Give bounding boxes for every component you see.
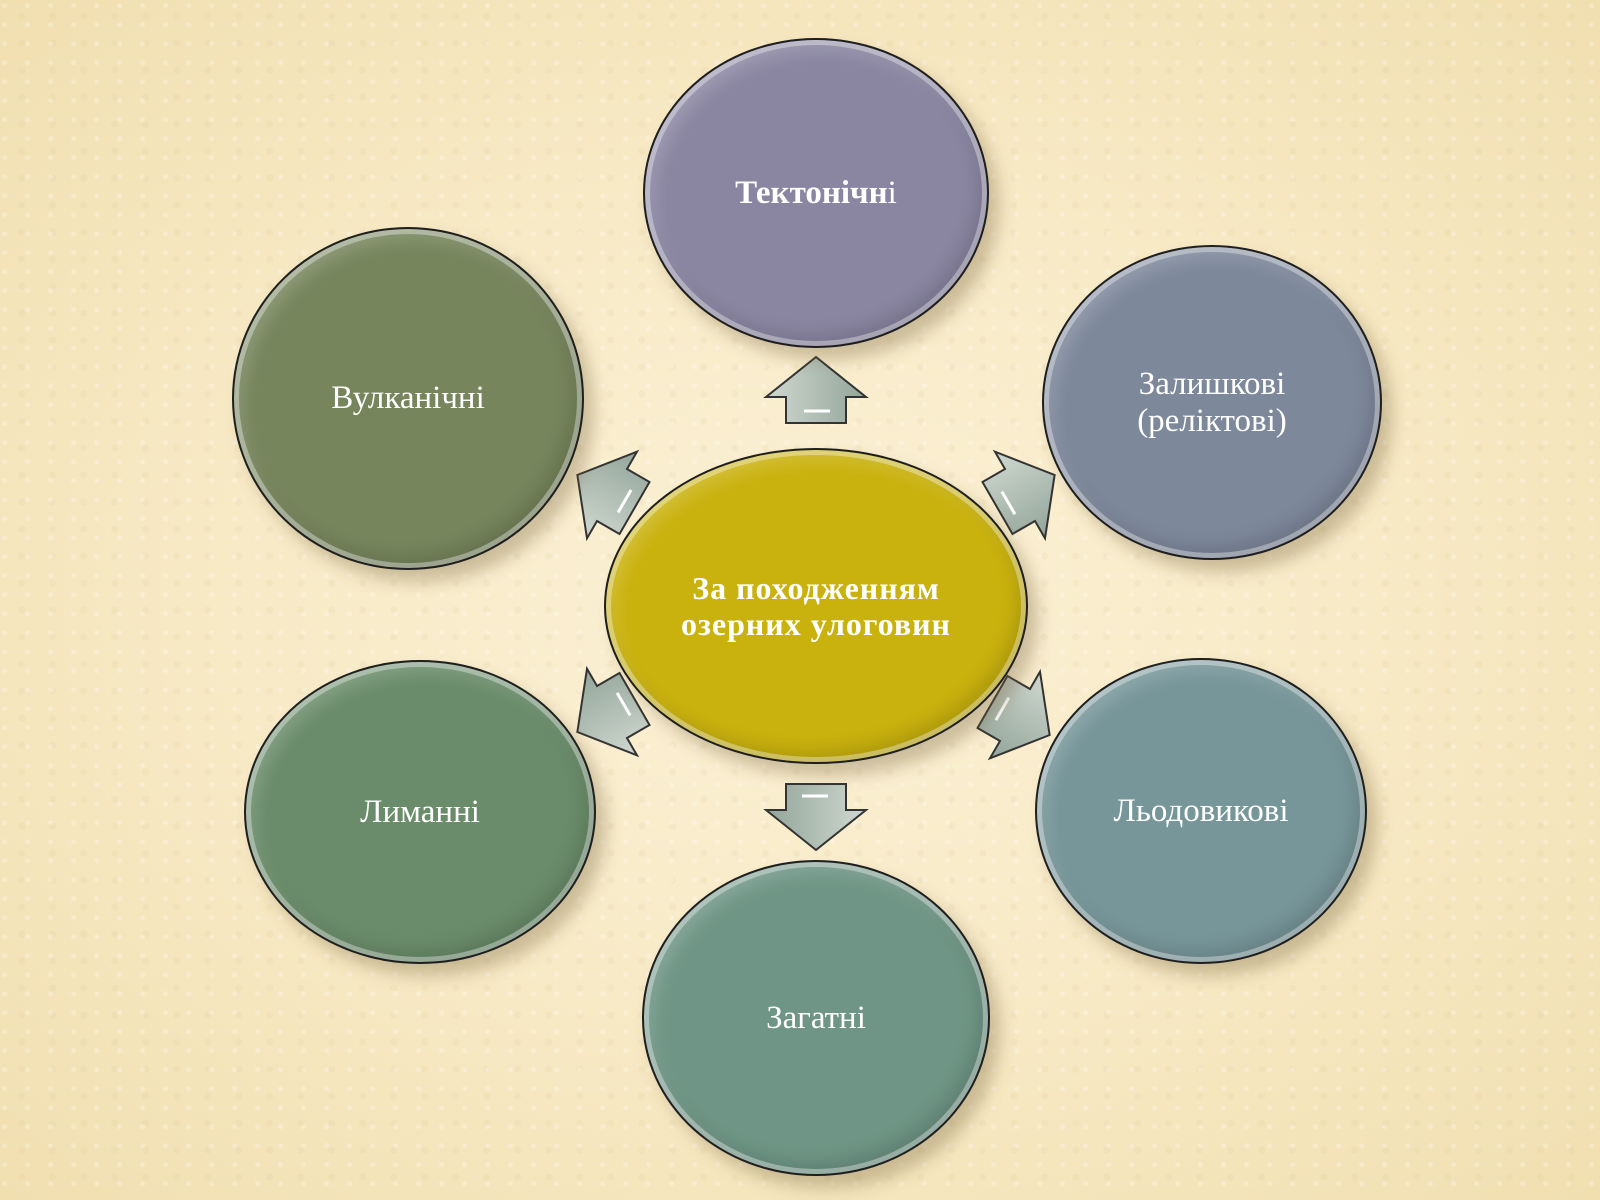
- node-glacial-label: Льодовикові: [1113, 792, 1289, 829]
- arrow-to-dammed: [763, 783, 869, 852]
- node-glacial: Льодовикові: [1035, 658, 1367, 964]
- node-center: За походженням озерних улоговин: [604, 448, 1028, 764]
- node-liman: Лиманні: [244, 660, 596, 964]
- node-volcanic: Вулканічні: [232, 227, 584, 570]
- arrow-to-relict: [981, 449, 1056, 542]
- arrow-to-tectonic: [763, 355, 869, 424]
- node-relict: Залишкові (реліктові): [1042, 245, 1382, 560]
- node-tectonic-label: Тектонічні: [735, 175, 897, 212]
- node-volcanic-label: Вулканічні: [331, 380, 485, 416]
- node-tectonic: Тектонічні: [643, 38, 989, 348]
- arrow-to-volcanic: [576, 449, 651, 542]
- node-dammed-label: Загатні: [766, 999, 866, 1036]
- node-tectonic-label-main: Тектонічн: [735, 174, 888, 211]
- node-liman-label: Лиманні: [360, 793, 480, 830]
- arrow-to-glacial: [976, 668, 1051, 761]
- center-label: За походженням озерних улоговин: [681, 570, 951, 642]
- node-relict-label: Залишкові (реліктові): [1137, 365, 1287, 439]
- node-tectonic-label-tail: і: [887, 174, 897, 211]
- arrow-to-liman: [576, 665, 651, 758]
- node-dammed: Загатні: [642, 860, 990, 1176]
